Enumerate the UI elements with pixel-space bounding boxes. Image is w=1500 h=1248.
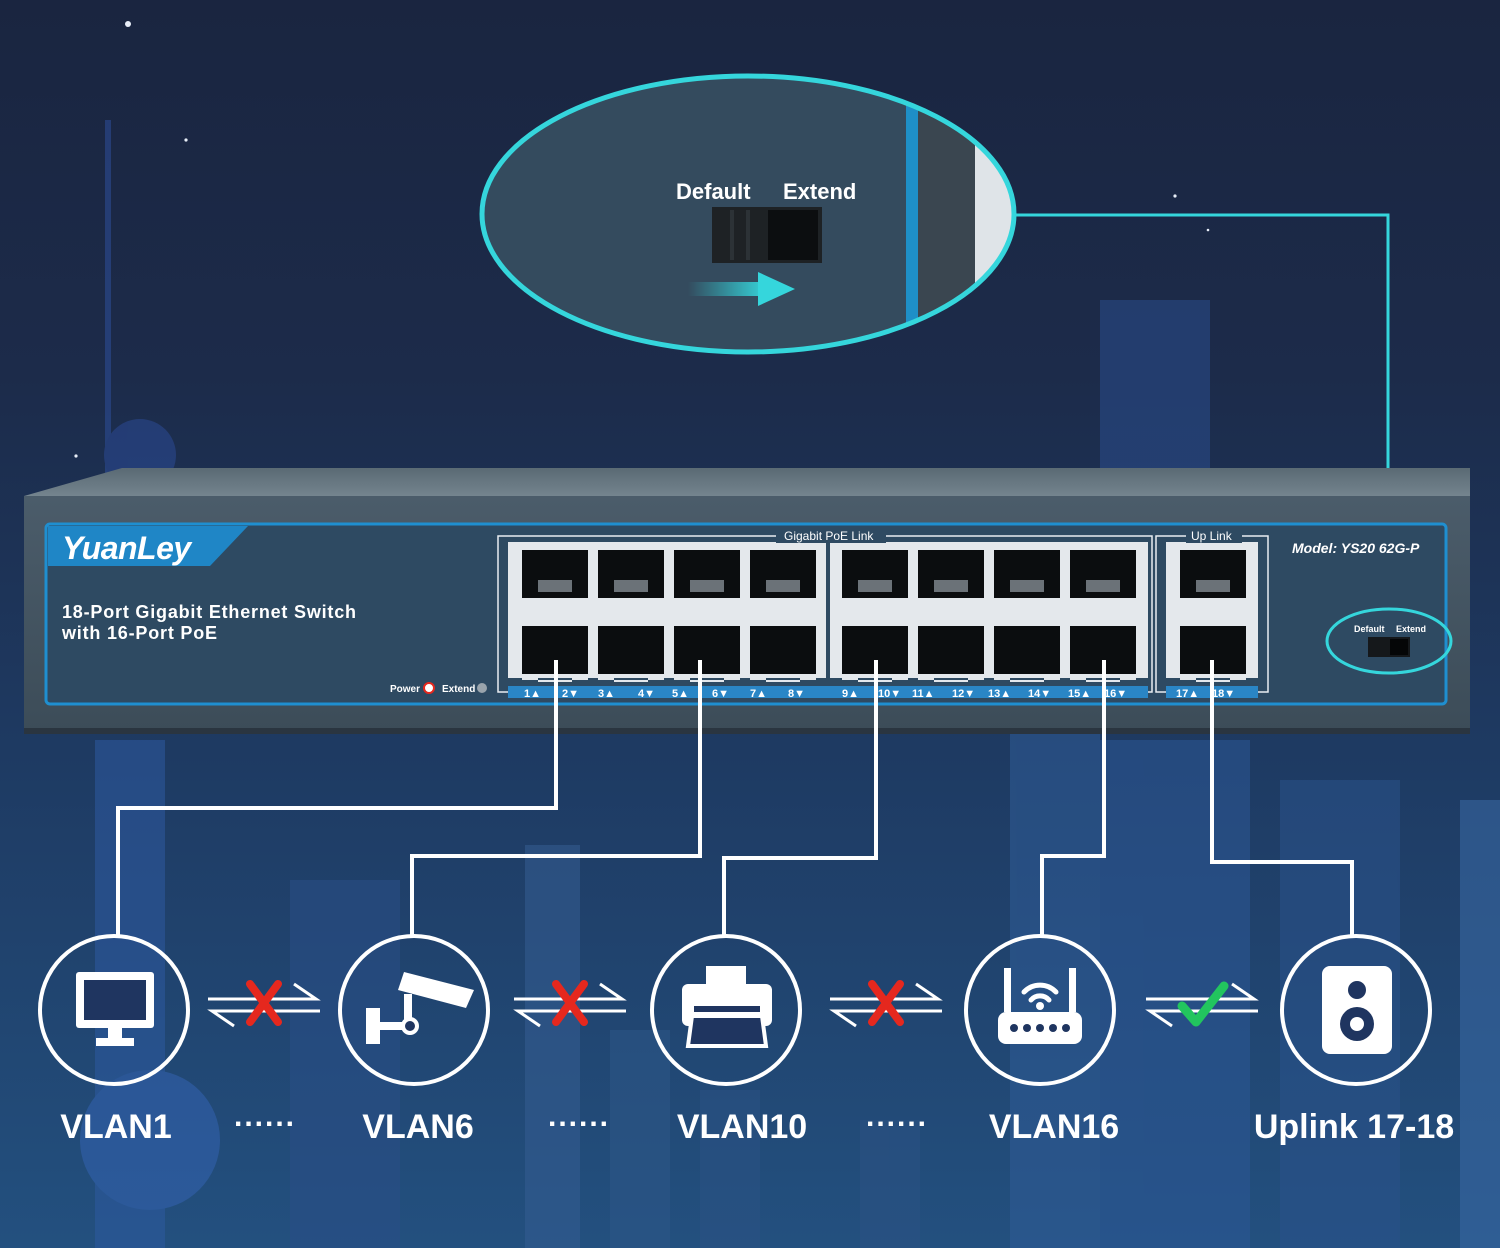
device-node-uplink <box>1280 934 1432 1086</box>
product-line-1: 18-Port Gigabit Ethernet Switch <box>62 602 357 622</box>
brand-logo-text: YuanLey <box>62 530 191 566</box>
printer-icon <box>682 966 772 1048</box>
red-x-icon <box>246 980 282 1026</box>
port-number-label: 7▲ <box>750 688 767 700</box>
port-number-label: 12▼ <box>952 688 975 700</box>
vlan-link-lines <box>116 660 1354 938</box>
rj45-port <box>1180 550 1246 598</box>
device-label-vlan16: VLAN16 <box>988 1108 1120 1146</box>
rj45-port <box>994 626 1060 682</box>
vlan-isolation-arrows <box>207 980 1259 1028</box>
port-number-label: 2▼ <box>562 688 579 700</box>
port-number-label: 5▲ <box>672 688 689 700</box>
port-number-label: 14▼ <box>1028 688 1051 700</box>
product-line-2: with 16-Port PoE <box>62 623 218 643</box>
red-x-icon <box>868 980 904 1026</box>
port-number-label: 13▲ <box>988 688 1011 700</box>
rj45-port <box>750 550 816 598</box>
rj45-port <box>598 550 664 598</box>
rj45-port <box>1070 550 1136 598</box>
vlan-link-arrow <box>829 980 943 1028</box>
rj45-port <box>674 550 740 598</box>
device-node-vlan10 <box>650 934 802 1086</box>
vlan-link-arrow <box>513 980 627 1028</box>
speaker-icon <box>1322 966 1392 1054</box>
slide-direction-arrow <box>688 282 768 296</box>
port-number-label: 4▼ <box>638 688 655 700</box>
rj45-port <box>674 626 740 682</box>
device-node-vlan1 <box>38 934 190 1086</box>
device-node-vlan6 <box>338 934 490 1086</box>
port-number-label: 18▼ <box>1212 688 1235 700</box>
port-number-label: 11▲ <box>912 688 935 700</box>
ellipsis-separator: ...... <box>234 1100 297 1133</box>
brand-tab <box>48 526 248 566</box>
rj45-port <box>522 550 588 598</box>
port-number-label: 1▲ <box>524 688 541 700</box>
vlan-link-arrow <box>1145 981 1259 1028</box>
rj45-port <box>842 550 908 598</box>
device-node-vlan16 <box>964 934 1116 1086</box>
monitor-icon <box>76 972 154 1046</box>
zoom-callout <box>479 73 1017 355</box>
port-number-label: 16▼ <box>1104 688 1127 700</box>
cctv-camera-icon <box>366 972 474 1044</box>
red-x-icon <box>552 980 588 1026</box>
network-switch <box>24 468 1470 734</box>
ellipsis-separator: ...... <box>866 1100 929 1133</box>
rj45-port <box>918 550 984 598</box>
device-label-vlan6: VLAN6 <box>362 1108 474 1146</box>
port-number-label: 3▲ <box>598 688 615 700</box>
device-label-vlan10: VLAN10 <box>676 1108 808 1146</box>
rj45-port <box>750 626 816 682</box>
port-number-labels: 1▲ 2▼ 3▲ 4▼ 5▲ 6▼ 7▲ 8▼ 9▲ 10▼ 11▲ 12▼ 13▲ 14▼ 15▲ 16▼ 1… <box>524 688 1235 700</box>
extend-led <box>477 683 487 693</box>
port-number-label: 9▲ <box>842 688 859 700</box>
rj45-port <box>918 626 984 682</box>
green-check-icon <box>1177 981 1229 1027</box>
rj45-ports <box>522 550 1246 682</box>
stars <box>74 21 1210 458</box>
port-label-strip <box>508 686 1148 698</box>
uplink-group-label: Up Link <box>1191 529 1233 543</box>
port-number-label: 8▼ <box>788 688 805 700</box>
rj45-port <box>598 626 664 682</box>
product-description: 18-Port Gigabit Ethernet Switch with 16-… <box>62 602 422 644</box>
device-label-vlan1: VLAN1 <box>60 1108 172 1146</box>
panel-default-label: Default <box>1354 624 1385 634</box>
wifi-router-icon <box>998 968 1082 1044</box>
panel-extend-label: Extend <box>1396 624 1426 634</box>
dip-switch-highlight <box>1325 607 1453 675</box>
rj45-port <box>994 550 1060 598</box>
vlan-link-arrow <box>207 980 321 1028</box>
device-label-uplink: Uplink 17-18 <box>1253 1108 1455 1146</box>
device-nodes <box>38 934 1432 1086</box>
zoom-extend-label: Extend <box>783 179 856 204</box>
port-number-label: 15▲ <box>1068 688 1091 700</box>
port-number-label: 10▼ <box>878 688 901 700</box>
model-number: Model: YS20 62G-P <box>1292 540 1420 556</box>
extend-indicator-label: Extend <box>442 684 475 695</box>
power-led <box>423 682 435 694</box>
zoom-default-label: Default <box>676 179 751 204</box>
poe-group-label: Gigabit PoE Link <box>784 529 874 543</box>
ellipsis-separator: ...... <box>548 1100 611 1133</box>
port-number-label: 6▼ <box>712 688 729 700</box>
power-label: Power <box>390 684 420 695</box>
port-number-label: 17▲ <box>1176 688 1199 700</box>
